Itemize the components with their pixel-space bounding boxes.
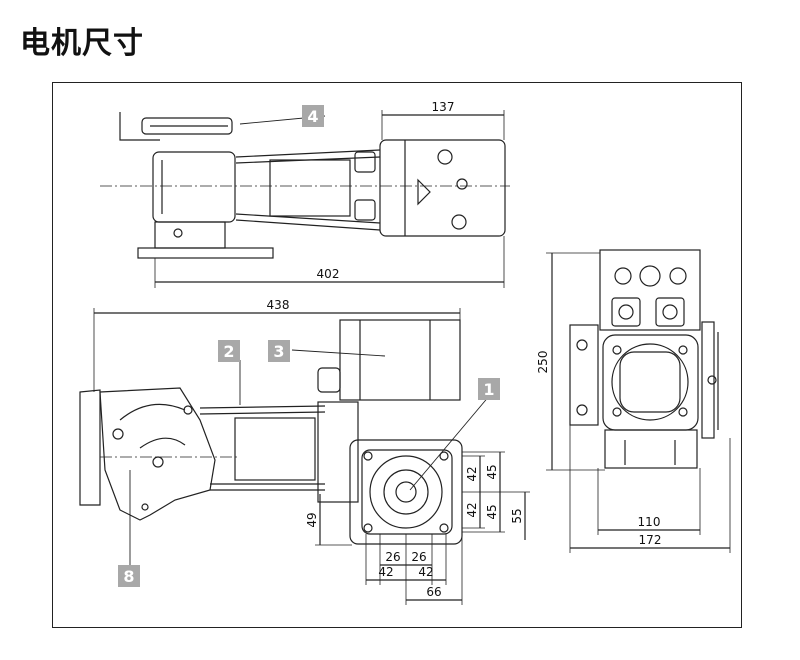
dim-250-line (546, 252, 605, 471)
dim-49-line (315, 494, 352, 546)
dim-label-55: 55 (510, 508, 524, 523)
dim-label-49: 49 (305, 512, 319, 527)
dim-label-26-left: 26 (385, 550, 400, 564)
callout-leaders (129, 115, 491, 565)
callout-1: 1 (478, 378, 500, 400)
svg-text:2: 2 (223, 342, 234, 361)
dim-label-42-right: 42 (418, 565, 433, 579)
dim-right-vertical (462, 451, 530, 540)
callout-3: 3 (268, 340, 290, 362)
dim-label-250: 250 (536, 351, 550, 374)
page-title: 电机尺寸 (20, 26, 144, 61)
svg-text:8: 8 (123, 567, 134, 586)
dim-438-line (93, 308, 461, 392)
dim-label-26-right: 26 (411, 550, 426, 564)
callout-8: 8 (118, 565, 140, 587)
callout-2: 2 (218, 340, 240, 362)
drawing-frame (52, 82, 742, 628)
dim-110-172-lines (569, 425, 731, 553)
dim-label-42-upper: 42 (465, 466, 479, 481)
front-view-motor (79, 319, 463, 545)
callout-4: 4 (302, 105, 324, 127)
side-view-motor (569, 249, 719, 469)
svg-text:3: 3 (273, 342, 284, 361)
dim-label-438: 438 (267, 298, 290, 312)
dim-label-110: 110 (638, 515, 661, 529)
dim-label-172: 172 (639, 533, 662, 547)
dim-label-45-lower: 45 (485, 504, 499, 519)
dim-label-42-lower: 42 (465, 502, 479, 517)
dim-label-402: 402 (317, 267, 340, 281)
top-view-motor (100, 112, 510, 259)
dim-label-66: 66 (426, 585, 441, 599)
dim-bottom-horizontal (365, 534, 463, 605)
svg-text:4: 4 (307, 107, 318, 126)
svg-text:1: 1 (483, 380, 494, 399)
dim-402-line (154, 236, 505, 288)
dim-137-line (381, 110, 505, 140)
dim-label-42-left: 42 (378, 565, 393, 579)
dim-label-137: 137 (432, 100, 455, 114)
dim-label-45-upper: 45 (485, 464, 499, 479)
